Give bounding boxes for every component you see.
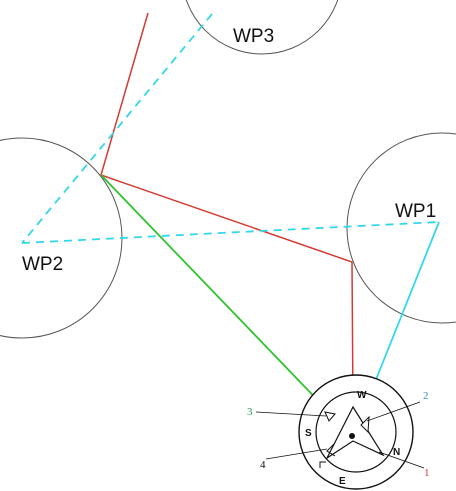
callout-2-leader xyxy=(366,401,421,422)
callout-3-number: 3 xyxy=(247,406,253,418)
red-track-line xyxy=(100,12,354,409)
wp3-label: WP3 xyxy=(233,26,274,47)
compass-center-dot xyxy=(349,433,355,439)
wp2-label: WP2 xyxy=(22,254,63,275)
compass-arrowhead xyxy=(325,405,385,460)
cyan-track-line xyxy=(364,221,440,408)
wp3-circle xyxy=(185,0,339,55)
callout-2-number: 2 xyxy=(423,390,429,402)
cyan-dashed-line-wp3-wp2 xyxy=(21,13,213,244)
green-track-line xyxy=(100,174,330,413)
marker-3-triangle xyxy=(324,411,336,422)
marker-bottom-tick xyxy=(319,461,326,468)
marker-4-chevron xyxy=(326,443,336,457)
callout-1-leader xyxy=(378,451,425,469)
compass: W S N E xyxy=(298,374,414,490)
callout-1-number: 1 xyxy=(424,467,430,479)
callout-4-number: 4 xyxy=(260,459,266,471)
wp1-circle xyxy=(346,132,456,324)
wp1-label: WP1 xyxy=(395,201,436,222)
compass-south-letter: S xyxy=(305,428,312,439)
cyan-dashed-line-wp2-wp1 xyxy=(21,221,440,244)
callout-4-leader xyxy=(265,448,328,460)
callout-3-leader xyxy=(255,411,327,417)
compass-north-letter: N xyxy=(393,447,400,458)
compass-east-letter: E xyxy=(339,476,346,487)
compass-west-letter: W xyxy=(357,390,367,401)
